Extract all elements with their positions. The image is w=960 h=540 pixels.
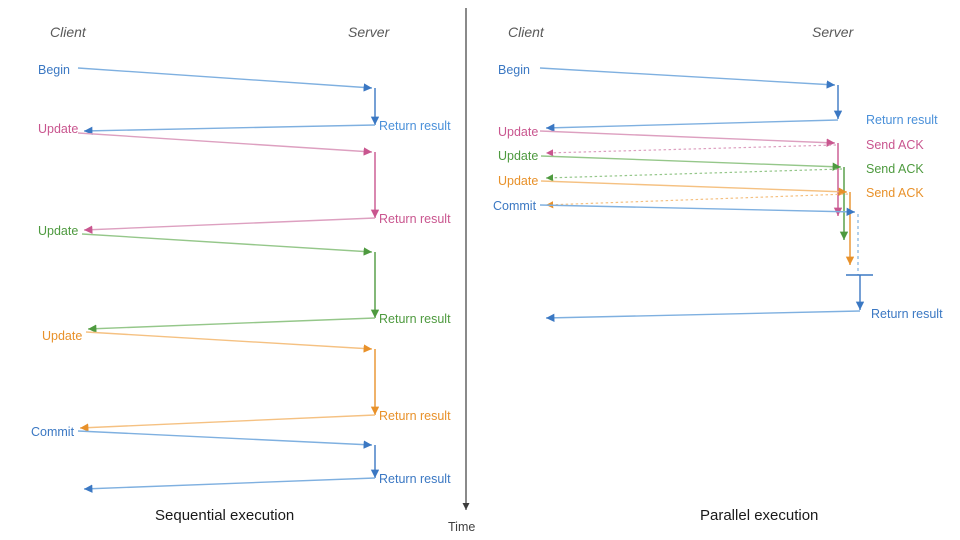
message-label: Send ACK: [866, 138, 924, 152]
arrow-return-result-5: [83, 477, 376, 493]
message-label: Return result: [379, 409, 451, 423]
lane-title-left-client: Client: [50, 24, 86, 40]
p-arrow-send-ack-3: [545, 193, 849, 209]
arrow-return-result-4: [79, 414, 376, 432]
message-label: Begin: [38, 63, 70, 77]
message-label: Update: [498, 125, 539, 139]
p-arrow-begin-request: [539, 67, 836, 89]
message-label: Return result: [871, 307, 943, 321]
message-label: Return result: [379, 312, 451, 326]
message-label: Send ACK: [866, 162, 924, 176]
lane-title-right-server: Server: [812, 24, 854, 40]
panel-parallel-arrows: [539, 67, 873, 323]
message-label: Update: [38, 122, 79, 136]
arrow-update-2-request: [81, 233, 373, 256]
p-arrow-return-result-1: [545, 119, 839, 132]
message-label: Update: [498, 174, 539, 188]
p-arrow-update-2-request: [540, 155, 842, 171]
message-label: Return result: [379, 212, 451, 226]
arrow-update-1-request: [77, 132, 373, 156]
message-label: Begin: [498, 63, 530, 77]
message-label: Commit: [493, 199, 537, 213]
arrow-begin-request: [77, 67, 373, 92]
arrow-return-result-3: [87, 317, 376, 333]
panel-sequential-arrows: [77, 67, 380, 493]
p-arrow-send-ack-1: [545, 144, 837, 157]
message-label: Return result: [866, 113, 938, 127]
p-arrow-commit-request: [539, 204, 856, 217]
arrow-commit-request: [77, 430, 373, 449]
time-axis-label: Time: [448, 520, 476, 534]
lane-title-right-client: Client: [508, 24, 544, 40]
message-label: Commit: [31, 425, 75, 439]
p-arrow-send-ack-2: [545, 168, 843, 182]
message-label: Update: [38, 224, 79, 238]
message-label: Return result: [379, 119, 451, 133]
message-label: Send ACK: [866, 186, 924, 200]
p-arrow-update-1-request: [539, 130, 836, 147]
arrow-update-3-request: [85, 331, 373, 353]
p-arrow-update-3-request: [540, 180, 848, 196]
arrow-return-result-1: [83, 124, 376, 136]
lane-title-left-server: Server: [348, 24, 390, 40]
caption-sequential: Sequential execution: [155, 507, 295, 524]
p-arrow-return-result-final: [545, 310, 861, 323]
message-label: Update: [42, 329, 83, 343]
arrow-return-result-2: [83, 217, 376, 234]
message-label: Update: [498, 149, 539, 163]
caption-parallel: Parallel execution: [700, 507, 819, 524]
message-label: Return result: [379, 472, 451, 486]
